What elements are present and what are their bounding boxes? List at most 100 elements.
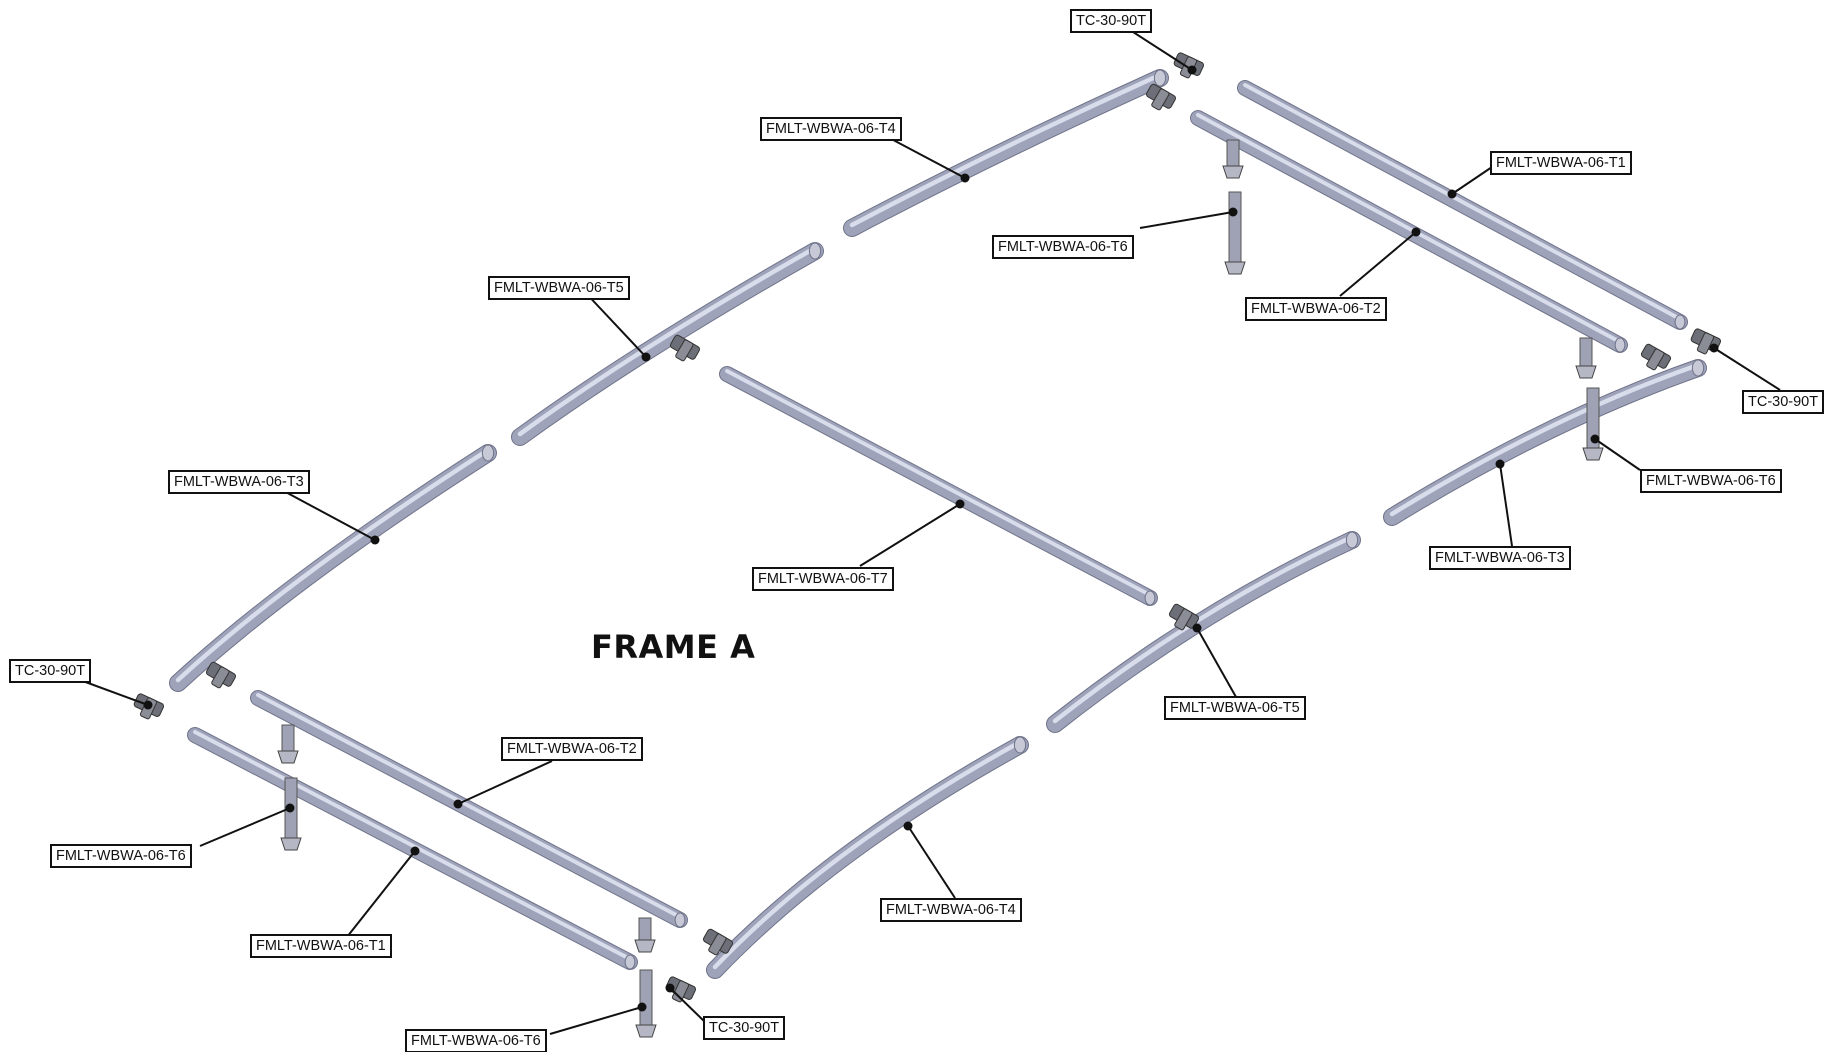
tube-t3-left-highlight — [175, 447, 491, 683]
leg-t6-bottom-post — [639, 969, 653, 1026]
leader-t4-bottom-dot — [903, 821, 913, 831]
frame-title: FRAME A — [591, 628, 756, 666]
tube-t5-right-end-cap — [1345, 531, 1359, 549]
tube-t3-right-body — [1384, 360, 1706, 525]
tee-fitting-t3-end — [205, 661, 237, 689]
corner-fitting-bottom — [665, 976, 697, 1003]
leg-t6-right-foot — [1582, 447, 1604, 461]
leader-t6-bottom-line — [549, 1006, 643, 1035]
tube-t4-bottom-end-cap — [1013, 736, 1027, 754]
tube-t2-left-body — [251, 691, 687, 927]
tube-t4-top-body — [844, 70, 1168, 236]
callout-t6-right: FMLT-WBWA-06-T6 — [1640, 469, 1782, 493]
tube-t7-center-body — [720, 367, 1157, 605]
tube-t3-left-end-cap — [481, 444, 495, 462]
leader-t1-left-dot — [410, 846, 420, 856]
tee-fitting-t4-end — [1145, 83, 1177, 111]
tube-t2-left-end-cap — [674, 912, 686, 928]
tube-t1-left-highlight — [193, 730, 632, 961]
leader-t3-left-dot — [370, 535, 380, 545]
callout-t3-left: FMLT-WBWA-06-T3 — [168, 470, 310, 494]
callout-t1-right: FMLT-WBWA-06-T1 — [1490, 151, 1632, 175]
leg-stub-bottom-post — [638, 917, 652, 941]
tube-t4-bottom-body — [707, 737, 1028, 978]
tube-t7-center-end-cap — [1144, 590, 1156, 606]
leg-stub-left-foot — [277, 750, 299, 764]
callout-t6-left: FMLT-WBWA-06-T6 — [50, 844, 192, 868]
leg-stub-bottom — [634, 917, 656, 953]
callout-t4-top: FMLT-WBWA-06-T4 — [760, 117, 902, 141]
tube-t2-right-body — [1191, 111, 1627, 352]
leader-tc-bottom-dot — [665, 983, 675, 993]
tube-t5-left-end-cap — [808, 242, 822, 260]
leader-tc-left-dot — [143, 700, 153, 710]
leg-t6-bottom-foot — [635, 1024, 657, 1038]
fitting-group — [133, 52, 1722, 1038]
leg-stub-left — [277, 724, 299, 764]
tube-t4-top-end-cap — [1153, 69, 1167, 87]
tube-t3-right-highlight — [1389, 362, 1701, 517]
corner-fitting-right — [1690, 328, 1722, 355]
callout-t5-right: FMLT-WBWA-06-T5 — [1164, 696, 1306, 720]
leader-tc-bottom-line — [669, 987, 706, 1023]
tee-fitting-t3-right-branch — [1646, 348, 1665, 371]
leader-t2-right-line — [1339, 231, 1417, 297]
tube-t5-right — [1046, 531, 1361, 733]
leg-stub-right-foot — [1575, 365, 1597, 379]
callout-t5-left: FMLT-WBWA-06-T5 — [488, 276, 630, 300]
callout-tc-right: TC-30-90T — [1742, 390, 1825, 414]
tube-t5-left-body — [512, 243, 823, 445]
tube-t7-center-highlight — [725, 369, 1152, 597]
leader-t6-right-dot — [1590, 434, 1600, 444]
leader-t4-top-dot — [960, 173, 970, 183]
tube-t7-center — [719, 366, 1158, 606]
leader-t3-right-line — [1499, 463, 1513, 547]
tube-t3-right — [1383, 359, 1707, 526]
leader-tc-top-line — [1129, 29, 1193, 71]
callout-tc-left: TC-30-90T — [9, 659, 92, 683]
leader-t2-right-dot — [1411, 227, 1421, 237]
leader-t6-bottom-dot — [637, 1002, 647, 1012]
corner-fitting-right-branch — [1696, 332, 1715, 355]
leader-line-group — [79, 29, 1781, 1035]
leader-t5-right-dot — [1192, 623, 1202, 633]
leader-t5-right-line — [1196, 627, 1237, 698]
tee-fitting-t4-bottom-branch — [708, 933, 727, 956]
tube-t5-right-body — [1047, 532, 1360, 732]
leader-t6-right-line — [1594, 438, 1641, 471]
callout-t7: FMLT-WBWA-06-T7 — [752, 567, 894, 591]
leg-t6-left-foot — [280, 837, 302, 851]
tube-t3-left-body — [170, 445, 496, 691]
leg-stub-right — [1575, 337, 1597, 379]
tee-fitting-t3-end-branch — [211, 666, 230, 689]
tube-t1-right-highlight — [1243, 83, 1682, 321]
leader-tc-right-dot — [1709, 343, 1719, 353]
tube-t4-top — [843, 69, 1169, 237]
leg-stub-top — [1222, 139, 1244, 179]
tube-t2-right-highlight — [1196, 113, 1622, 344]
tee-fitting-t3-right — [1640, 343, 1672, 371]
callout-tc-bottom: TC-30-90T — [703, 1016, 786, 1040]
tee-fitting-t4-bottom — [702, 928, 734, 956]
tube-t1-right-end-cap — [1674, 314, 1686, 330]
leg-stub-top-foot — [1222, 165, 1244, 179]
tube-t1-right — [1237, 80, 1688, 330]
tee-fitting-t5-right — [1168, 603, 1200, 631]
tube-t4-bottom — [706, 736, 1029, 979]
leader-t6-left-line — [199, 807, 291, 847]
leg-stub-top-post — [1226, 139, 1240, 167]
tube-t4-bottom-highlight — [712, 739, 1023, 970]
leg-stub-right-post — [1579, 337, 1593, 367]
leader-t1-left-line — [346, 850, 416, 938]
tube-t3-left — [169, 444, 497, 692]
callout-t6-bottom: FMLT-WBWA-06-T6 — [405, 1029, 547, 1052]
tube-t4-top-highlight — [849, 72, 1163, 228]
leader-t2-left-dot — [453, 799, 463, 809]
callout-t2-left: FMLT-WBWA-06-T2 — [501, 737, 643, 761]
leader-t4-bottom-line — [907, 825, 956, 899]
tube-t5-right-highlight — [1052, 534, 1355, 724]
callout-t3-right: FMLT-WBWA-06-T3 — [1429, 546, 1571, 570]
tube-group — [169, 69, 1707, 979]
